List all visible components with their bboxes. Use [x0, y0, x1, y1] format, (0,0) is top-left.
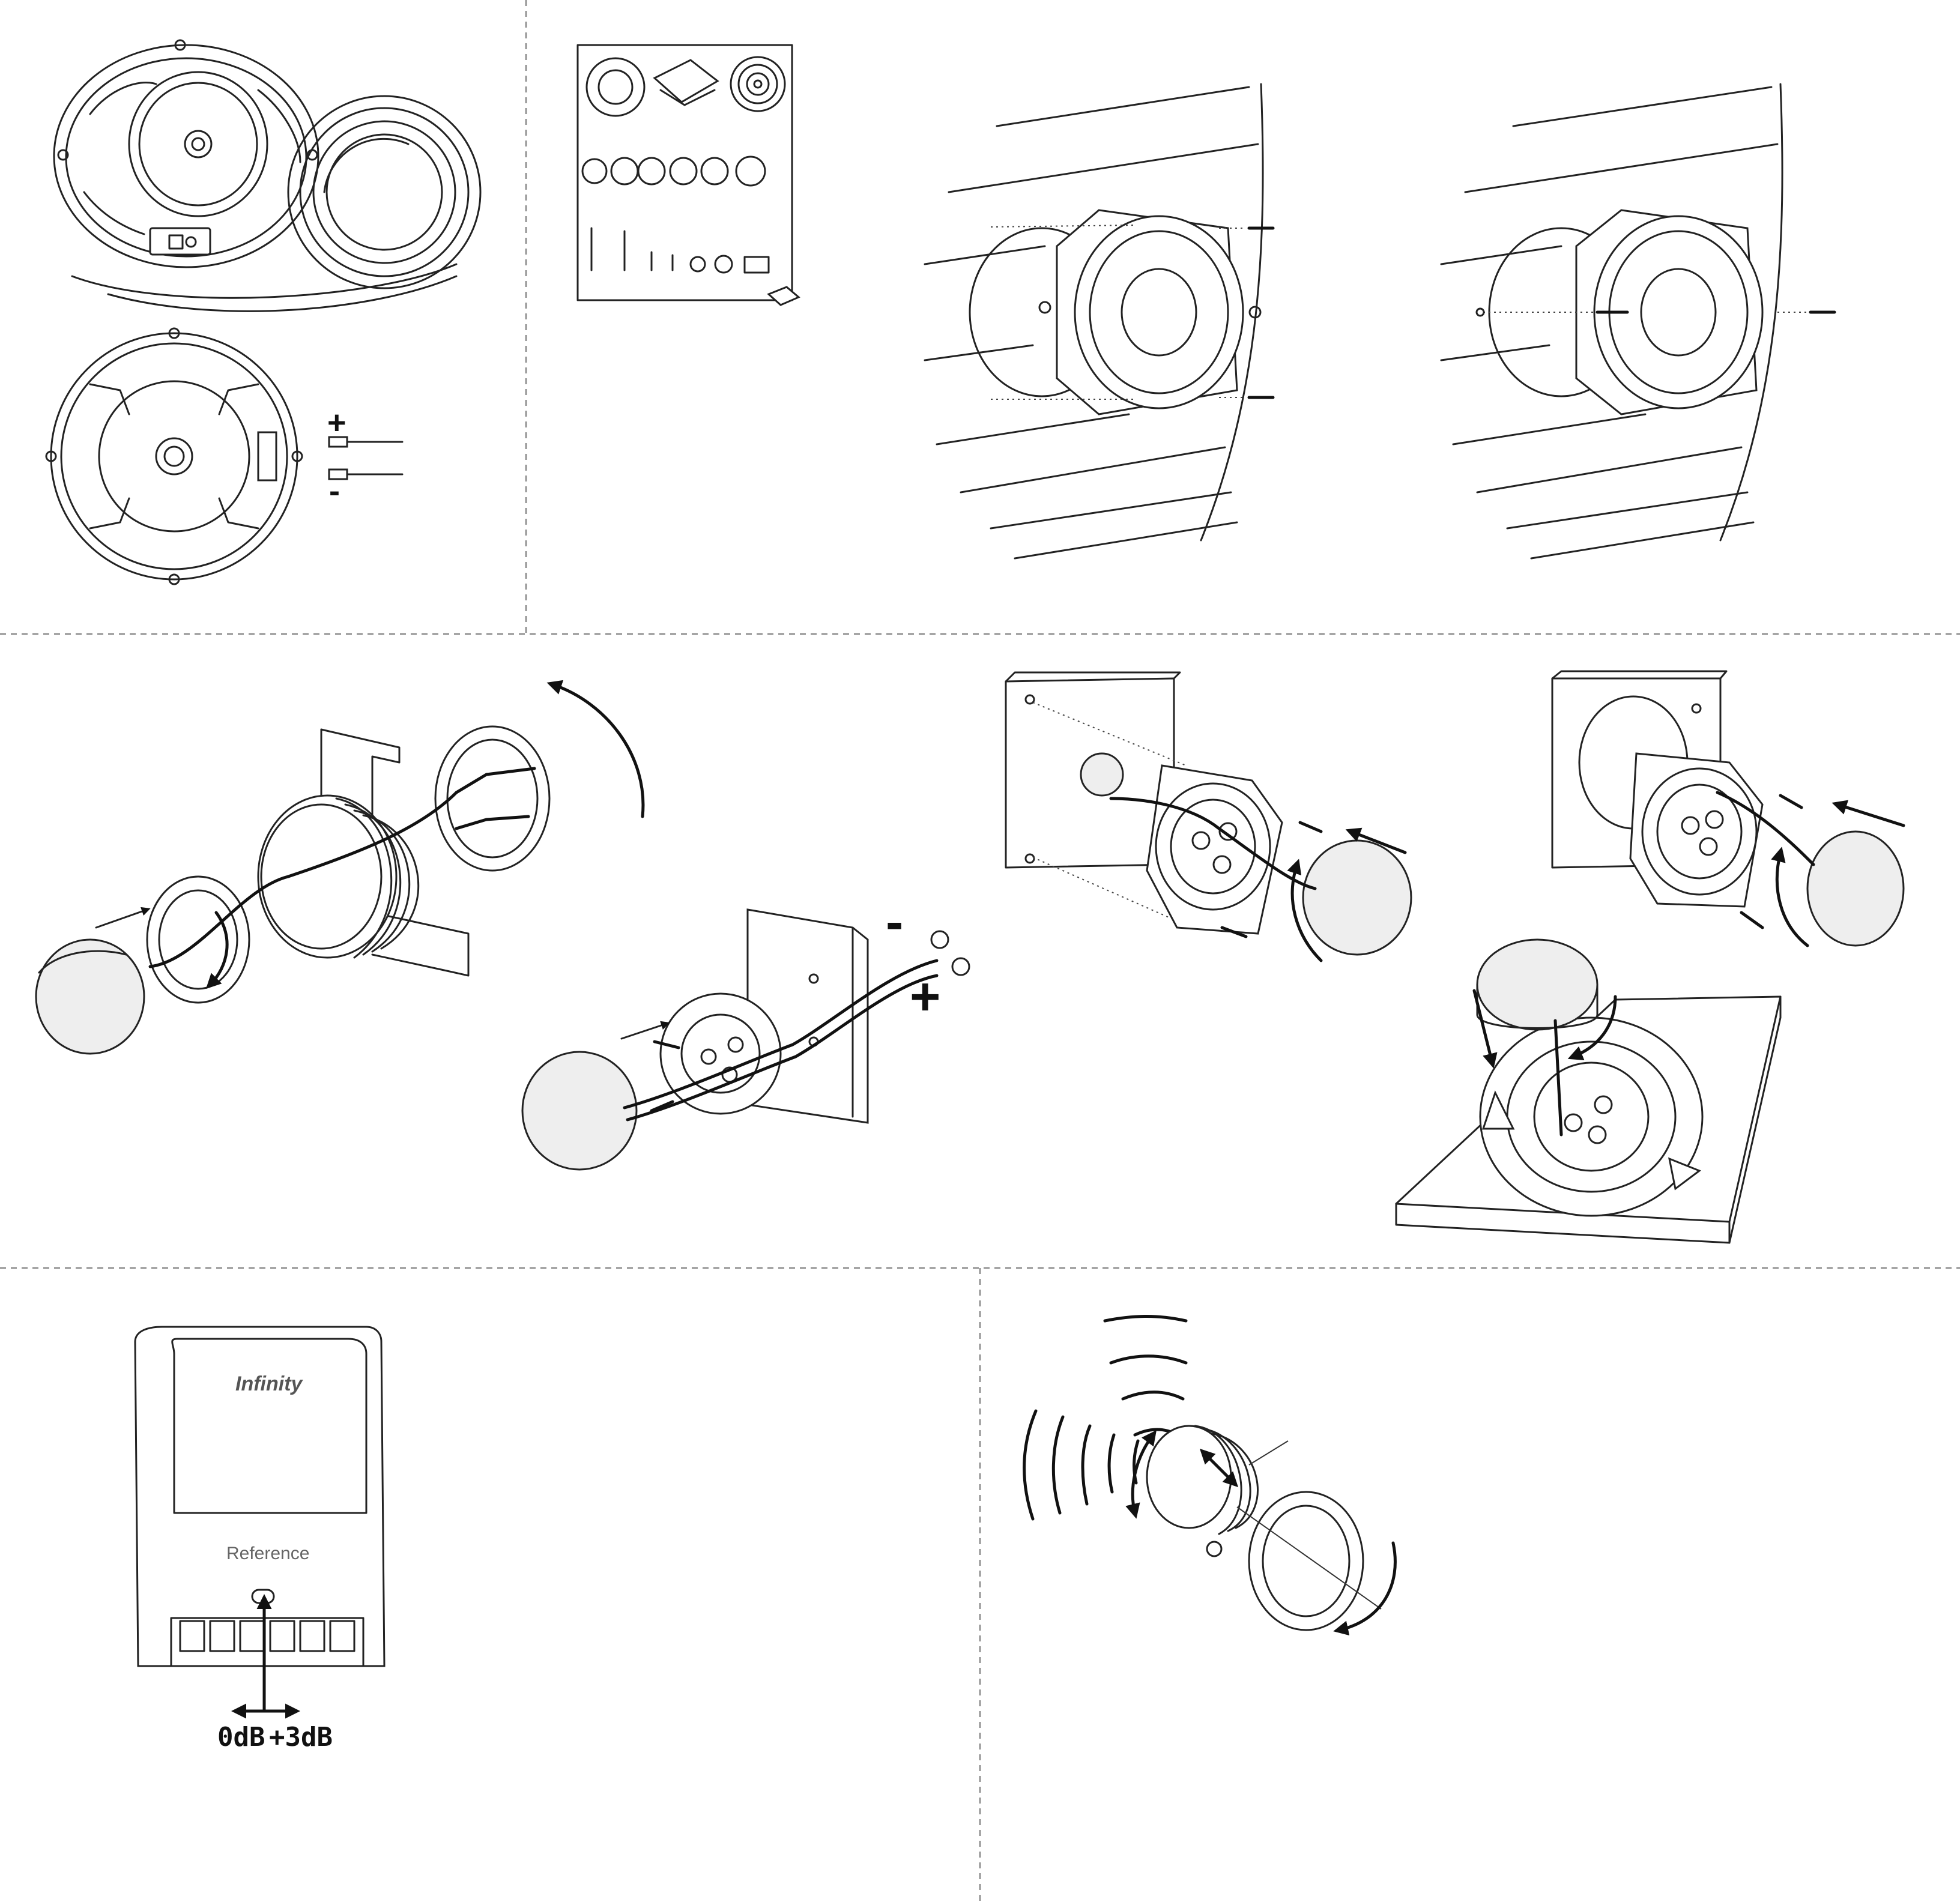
woofer-with-gasket-illustration — [54, 40, 480, 311]
tweeter-wire-positive-label: + — [910, 967, 940, 1026]
crossover-brand-logo-text: Infinity — [235, 1372, 304, 1395]
woofer-rear-terminals-illustration — [46, 328, 402, 584]
tweeter-surface-mount-exploded-illustration — [36, 684, 643, 1054]
tweeter-recessed-angled-view-illustration — [1396, 940, 1780, 1243]
woofer-negative-label: - — [329, 473, 340, 509]
gasket-roll — [72, 96, 480, 311]
woofer-positive-label: + — [327, 405, 346, 441]
tweeter-angle-bracket-mount-illustration — [1006, 672, 1411, 961]
crossover-model-label: Reference — [226, 1544, 309, 1563]
woofer-door-direct-mount-illustration — [1441, 84, 1834, 558]
tweeter-level-0db-label: 0dB — [217, 1722, 265, 1753]
woofer-door-mount-bracket-illustration — [925, 84, 1273, 558]
tweeter-recessed-mount-illustration — [1552, 671, 1904, 946]
package-contents-illustration — [578, 45, 799, 305]
tweeter-aiming-swivel-illustration — [1024, 1317, 1396, 1631]
tweeter-level-3db-label: +3dB — [269, 1722, 333, 1753]
tweeter-wire-negative-label: - — [886, 892, 903, 951]
